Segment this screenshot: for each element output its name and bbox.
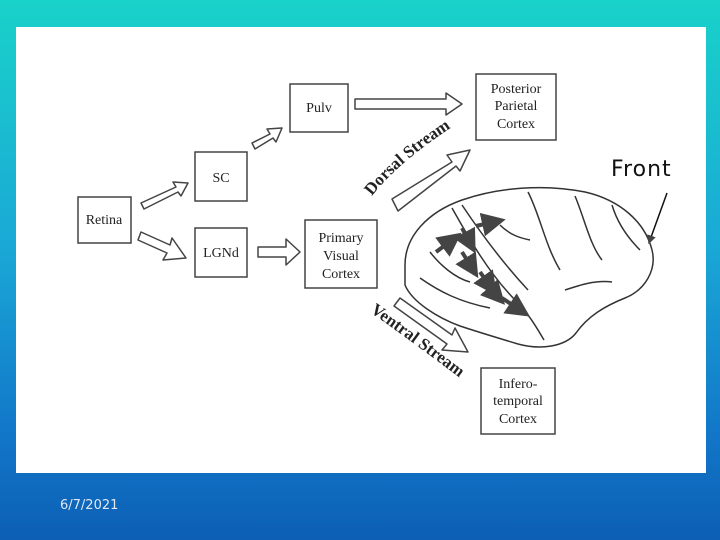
primary-visual-cortex-label-3: Cortex xyxy=(322,267,360,282)
sc-label: SC xyxy=(212,171,229,186)
ventral-stream-arrow xyxy=(393,297,469,353)
posterior-parietal-cortex-box: Posterior Parietal Cortex xyxy=(475,73,557,141)
it-label-2: temporal xyxy=(493,394,543,409)
brain-illustration xyxy=(404,186,654,348)
inferotemporal-cortex-box: Infero- temporal Cortex xyxy=(480,367,556,435)
lgnd-box: LGNd xyxy=(194,227,248,278)
retina-box: Retina xyxy=(77,196,132,244)
footer-date: 6/7/2021 xyxy=(60,498,119,513)
ppc-label-1: Posterior xyxy=(491,82,542,97)
dorsal-stream-label: Dorsal Stream xyxy=(360,115,453,198)
primary-visual-cortex-label-2: Visual xyxy=(323,249,359,264)
arrow-retina-to-lgnd xyxy=(137,231,187,261)
front-label: Front xyxy=(611,157,672,182)
lgnd-label: LGNd xyxy=(203,246,239,261)
it-label-1: Infero- xyxy=(499,377,538,392)
arrow-lgnd-to-v1 xyxy=(257,238,301,266)
dorsal-stream-arrow xyxy=(391,149,471,212)
primary-visual-cortex-label-1: Primary xyxy=(318,231,363,246)
ppc-label-2: Parietal xyxy=(495,99,538,114)
primary-visual-cortex-box: Primary Visual Cortex xyxy=(304,219,378,289)
front-pointer-line xyxy=(647,192,668,245)
arrow-pulv-to-ppc xyxy=(354,92,463,116)
it-label-3: Cortex xyxy=(499,412,537,427)
sc-box: SC xyxy=(194,151,248,202)
arrow-retina-to-sc xyxy=(140,181,189,210)
retina-label: Retina xyxy=(86,213,123,228)
arrow-sc-to-pulv xyxy=(251,127,283,150)
pulv-label: Pulv xyxy=(306,101,332,116)
brain-pathway-arrows xyxy=(434,212,530,317)
ppc-label-3: Cortex xyxy=(497,117,535,132)
pulv-box: Pulv xyxy=(289,83,349,133)
